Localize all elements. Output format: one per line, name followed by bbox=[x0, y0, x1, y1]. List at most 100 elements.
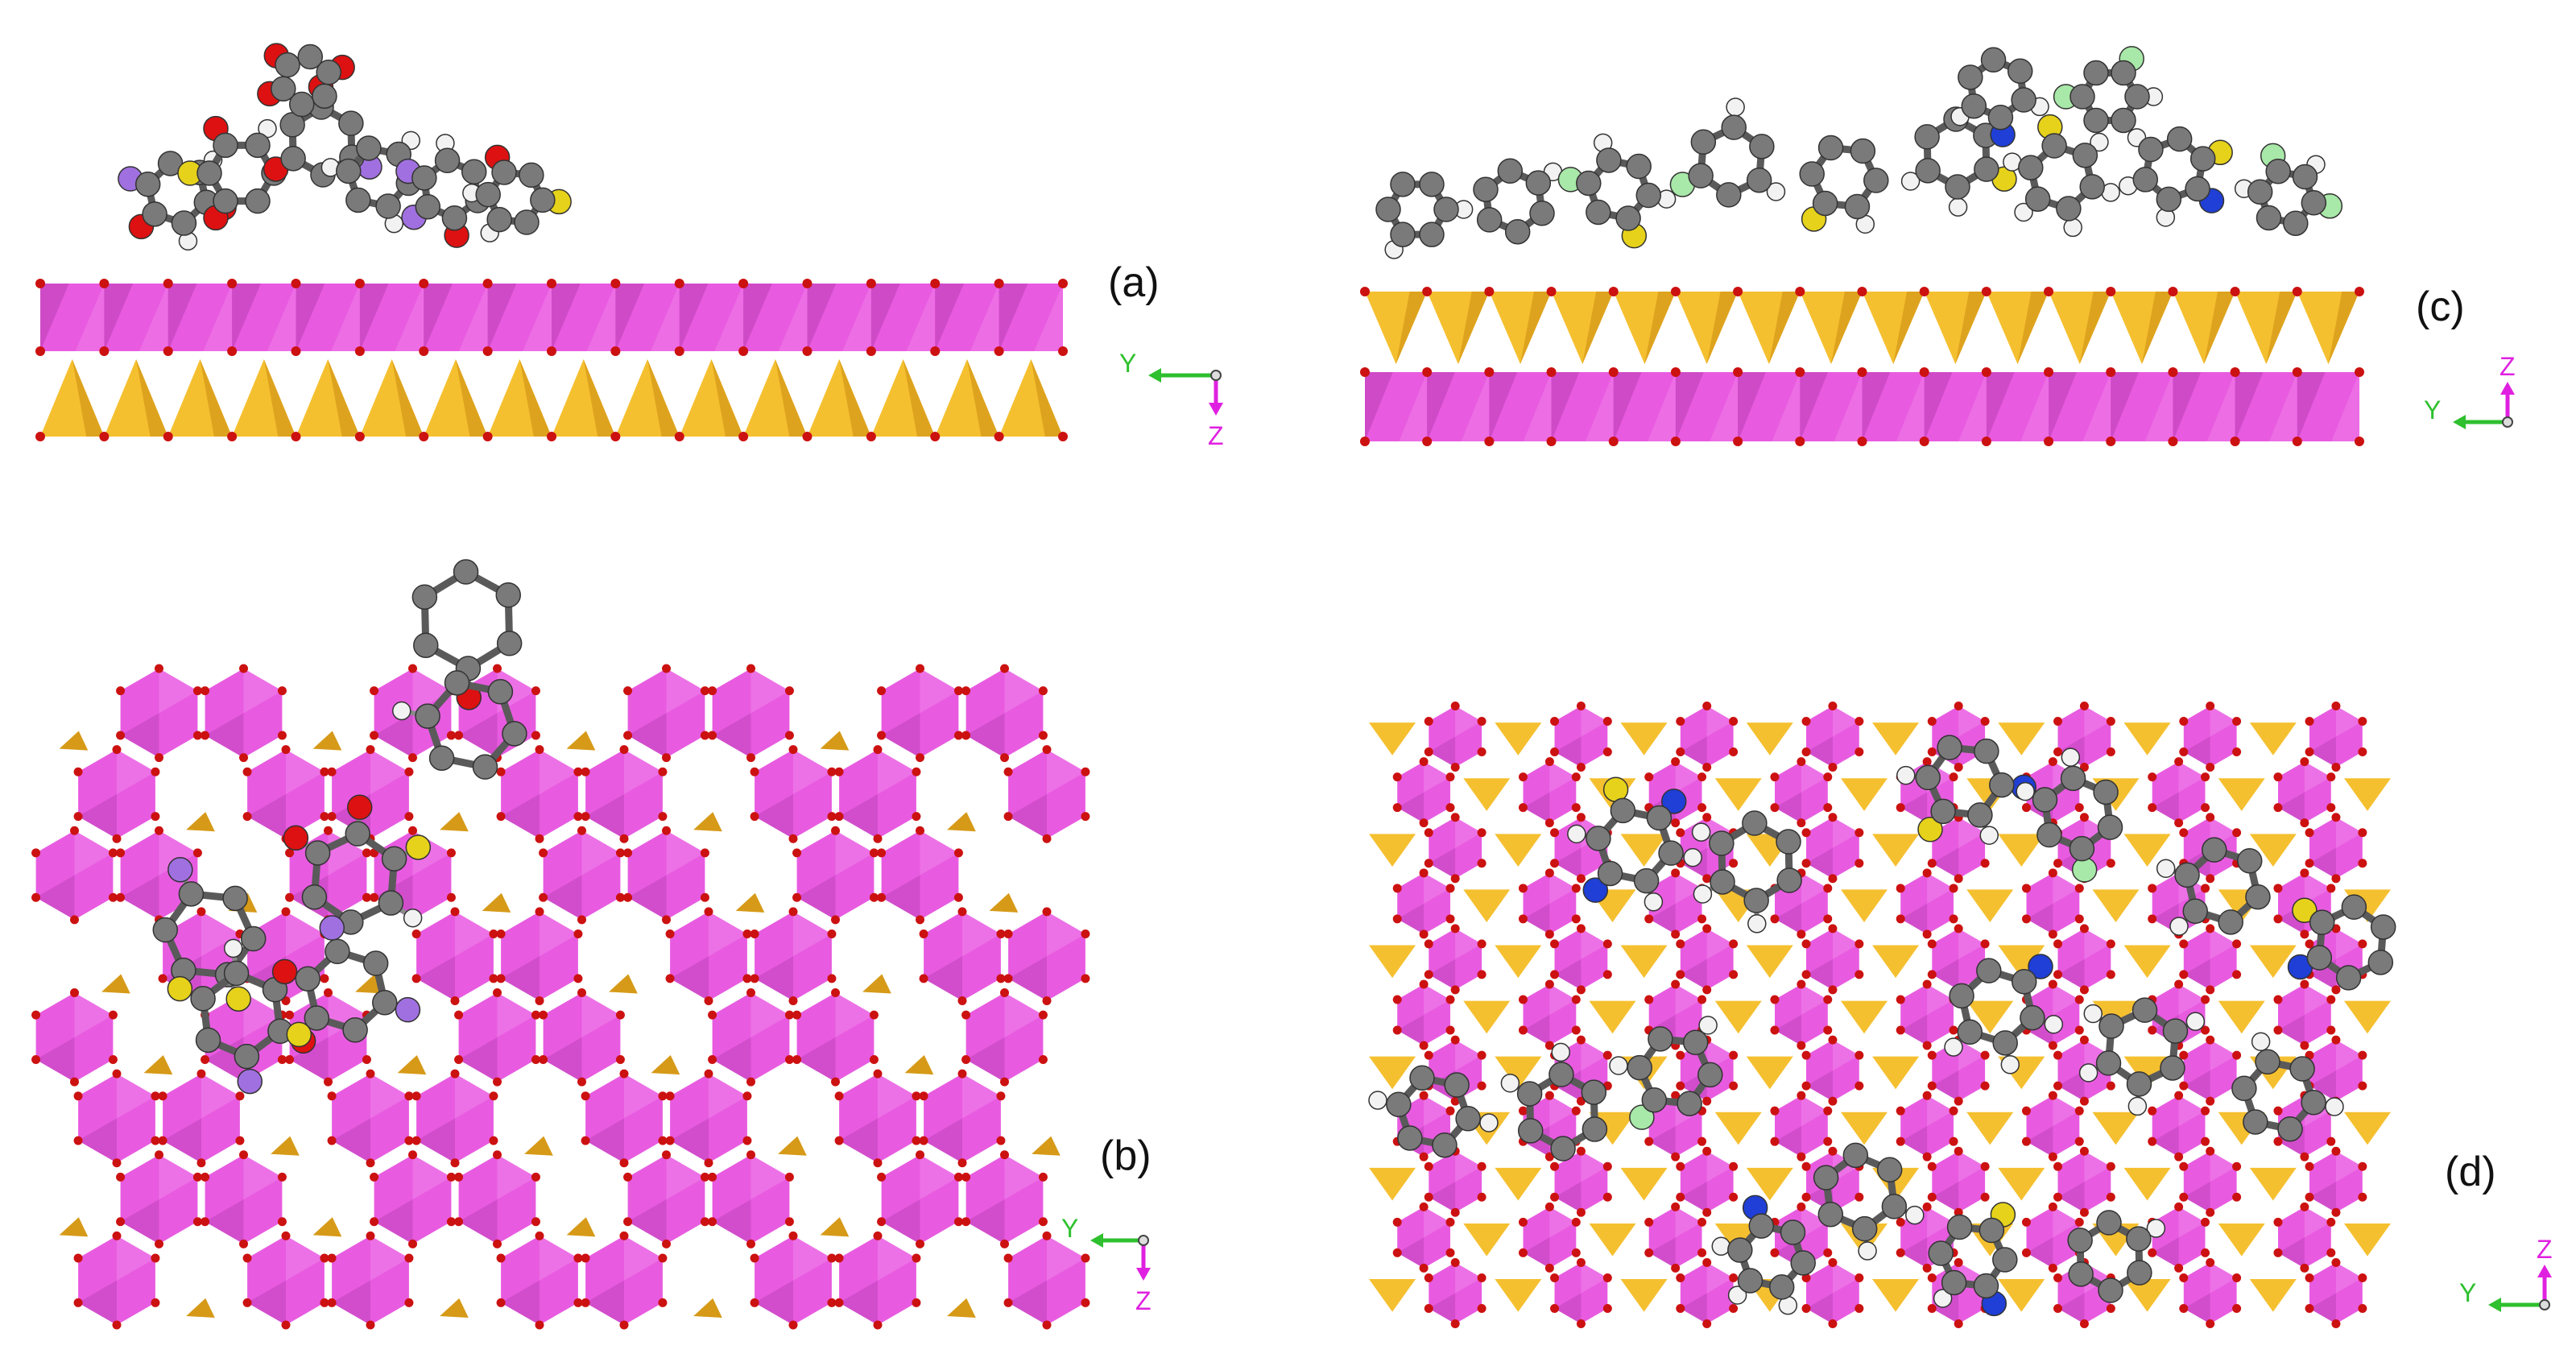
z-axis-label: Z bbox=[2537, 1235, 2553, 1264]
atom bbox=[2127, 1260, 2152, 1286]
oxygen-vertex bbox=[1702, 1096, 1712, 1106]
atom bbox=[2182, 898, 2209, 925]
atom bbox=[2093, 779, 2119, 805]
oxygen-vertex bbox=[408, 664, 417, 673]
octahedron-facet bbox=[1523, 1015, 1550, 1045]
oxygen-vertex bbox=[1949, 1106, 1958, 1116]
octahedron-facet bbox=[793, 749, 833, 794]
oxygen-vertex bbox=[2174, 757, 2184, 767]
octahedron-facet bbox=[1399, 372, 1428, 441]
tetrahedron-shade bbox=[72, 359, 105, 437]
oxygen-vertex bbox=[2148, 803, 2157, 813]
oxygen-vertex bbox=[1000, 1150, 1009, 1160]
oxygen-vertex bbox=[2106, 1081, 2115, 1091]
atom bbox=[2124, 84, 2150, 110]
atom bbox=[1748, 1213, 1775, 1239]
oxygen-vertex bbox=[539, 848, 548, 858]
oxygen-vertex bbox=[1576, 1035, 1586, 1045]
octahedron-facet bbox=[1924, 372, 1953, 441]
octahedron-facet bbox=[458, 713, 498, 758]
adsorbed-molecule-c bbox=[1375, 46, 2343, 259]
oxygen-vertex bbox=[1518, 995, 1528, 1004]
oxygen-vertex bbox=[2174, 818, 2184, 828]
atom bbox=[1658, 840, 1684, 866]
atom bbox=[1721, 114, 1747, 140]
atom bbox=[356, 135, 382, 161]
octahedron-facet bbox=[286, 1236, 325, 1281]
octahedron-facet bbox=[709, 1074, 748, 1119]
oxygen-vertex bbox=[112, 834, 122, 843]
oxygen-vertex bbox=[192, 1217, 202, 1227]
octahedron-facet bbox=[232, 284, 261, 351]
panel-c: (c) YZ bbox=[1360, 46, 2516, 446]
oxygen-vertex bbox=[708, 731, 717, 740]
oxygen-vertex bbox=[1671, 1202, 1681, 1211]
oxygen-vertex bbox=[912, 1136, 921, 1145]
oxygen-vertex bbox=[1733, 287, 1743, 296]
oxygen-vertex bbox=[1770, 995, 1780, 1004]
oxygen-vertex bbox=[738, 432, 749, 441]
oxygen-vertex bbox=[73, 1136, 83, 1145]
oxygen-vertex bbox=[873, 834, 883, 843]
atom bbox=[441, 205, 468, 231]
octahedron-facet bbox=[1801, 761, 1828, 793]
atom bbox=[472, 754, 498, 780]
oxygen-vertex bbox=[1857, 437, 1867, 446]
oxygen-vertex bbox=[320, 974, 329, 983]
tetrahedron bbox=[2343, 1112, 2392, 1145]
octahedron-facet bbox=[201, 1074, 241, 1119]
oxygen-vertex bbox=[961, 731, 971, 740]
oxygen-vertex bbox=[700, 892, 709, 902]
oxygen-vertex bbox=[2048, 1263, 2057, 1273]
octahedron-facet bbox=[1429, 958, 1456, 990]
oxygen-vertex bbox=[1644, 1217, 1654, 1227]
oxygen-vertex bbox=[573, 1253, 583, 1263]
oxygen-vertex bbox=[1576, 702, 1586, 711]
octahedron-facet bbox=[2057, 1293, 2085, 1324]
oxygen-vertex bbox=[953, 892, 963, 902]
oxygen-vertex bbox=[581, 1253, 590, 1263]
atom bbox=[1693, 884, 1713, 904]
oxygen-vertex bbox=[1042, 1320, 1052, 1330]
octahedron-facet bbox=[754, 793, 793, 839]
oxygen-vertex bbox=[496, 929, 506, 939]
oxygen-vertex bbox=[1854, 970, 1864, 979]
oxygen-vertex bbox=[1602, 1050, 1612, 1060]
oxygen-vertex bbox=[163, 432, 173, 441]
oxygen-vertex bbox=[2148, 772, 2157, 782]
oxygen-vertex bbox=[1949, 884, 1958, 893]
tetrahedron bbox=[1966, 1112, 2014, 1145]
atom bbox=[2301, 190, 2327, 216]
oxygen-vertex bbox=[408, 753, 417, 763]
oxygen-vertex bbox=[873, 1158, 883, 1168]
oxygen-vertex bbox=[1854, 859, 1864, 868]
octahedron-facet bbox=[962, 1074, 1002, 1119]
oxygen-vertex bbox=[1729, 717, 1739, 727]
octahedron-facet bbox=[159, 830, 198, 876]
oxygen-vertex bbox=[1896, 914, 1905, 924]
oxygen-vertex bbox=[531, 686, 540, 696]
oxygen-vertex bbox=[961, 686, 971, 696]
octahedron-facet bbox=[540, 911, 579, 957]
oxygen-vertex bbox=[961, 1217, 971, 1227]
atom bbox=[1949, 983, 1974, 1009]
atom bbox=[288, 91, 315, 118]
oxygen-vertex bbox=[919, 1091, 928, 1101]
oxygen-vertex bbox=[73, 767, 83, 776]
oxygen-vertex bbox=[1702, 985, 1712, 995]
octahedron-facet bbox=[1397, 1237, 1424, 1269]
octahedron-facet bbox=[540, 1236, 579, 1281]
atom bbox=[395, 996, 421, 1023]
tetrahedron-shade bbox=[2017, 292, 2049, 364]
oxygen-vertex bbox=[662, 1239, 671, 1248]
panel-label-a: (a) bbox=[1108, 259, 1160, 306]
octahedron-facet bbox=[1680, 736, 1707, 768]
oxygen-vertex bbox=[1042, 907, 1052, 917]
oxygen-vertex bbox=[662, 826, 671, 835]
oxygen-vertex bbox=[1954, 763, 1963, 772]
oxygen-vertex bbox=[2053, 939, 2063, 949]
octahedron-facet bbox=[2173, 372, 2202, 441]
oxygen-vertex bbox=[573, 812, 583, 822]
tetrahedron bbox=[1840, 1000, 1888, 1034]
oxygen-vertex bbox=[2300, 757, 2309, 767]
